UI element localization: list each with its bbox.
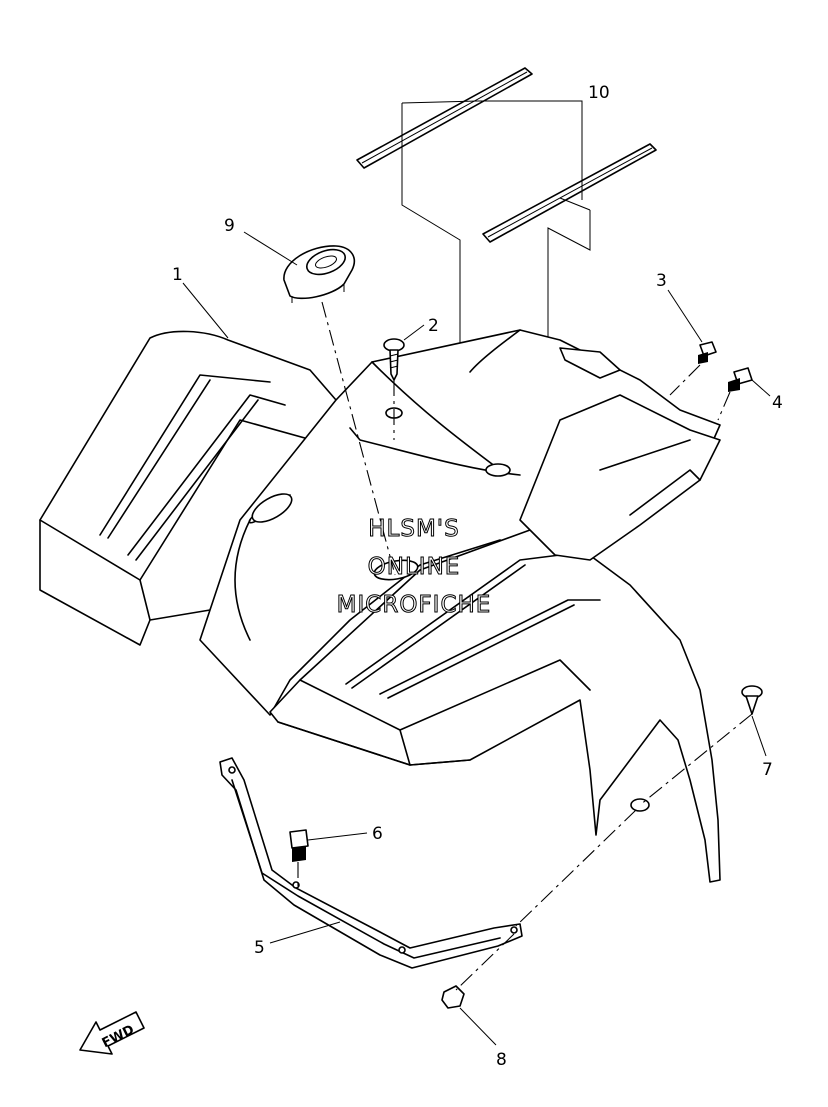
callout-5: 5: [254, 938, 265, 958]
forward-arrow-icon: FWD: [79, 1011, 145, 1055]
callout-6: 6: [372, 824, 383, 844]
part-6-bolt: [289, 829, 309, 862]
callout-1: 1: [172, 265, 183, 285]
watermark-line-2: ONLINE: [368, 554, 461, 580]
callout-labels: 1 2 3 4 5 6 7 8 9 10: [172, 83, 783, 1070]
callout-8: 8: [496, 1050, 507, 1070]
assembly-lines: [297, 301, 753, 991]
leader-lines: [182, 231, 771, 1046]
part-9-cap: [283, 245, 356, 303]
part-8-nut: [441, 985, 465, 1009]
part-5-stay-bracket: [219, 757, 523, 969]
callout-9: 9: [224, 216, 235, 236]
grommet: [630, 798, 650, 812]
part-1-front-fender: [39, 329, 721, 883]
watermark-line-3: MICROFICHE: [337, 592, 492, 618]
part-7-screw: [741, 685, 763, 715]
callout-4: 4: [772, 393, 783, 413]
part-4-bolt: [728, 367, 753, 392]
part-2-screw: [383, 338, 405, 381]
watermark: HLSM'S ONLINE MICROFICHE: [336, 516, 492, 619]
leader-10: [478, 100, 583, 110]
part-10-seal-strips: [356, 67, 657, 420]
watermark-line-1: HLSM'S: [368, 516, 459, 542]
callout-7: 7: [762, 760, 773, 780]
callout-3: 3: [656, 271, 667, 291]
callout-10: 10: [588, 83, 610, 103]
callout-2: 2: [428, 316, 439, 336]
part-3-bolt: [698, 341, 717, 364]
